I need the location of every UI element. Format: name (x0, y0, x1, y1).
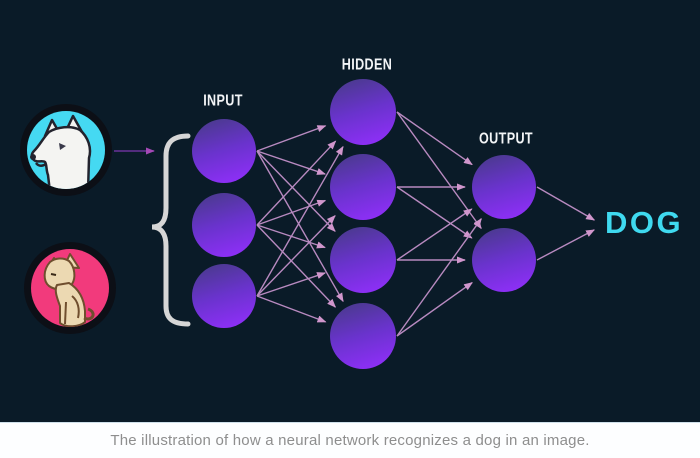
input-node-1 (192, 119, 256, 183)
hidden-node-3 (330, 227, 396, 293)
connection-input3-hidden4 (256, 295, 327, 323)
dog-image (20, 104, 112, 196)
illustration-stage: INPUT HIDDEN OUTPUT DOG (0, 0, 700, 422)
dog-illustration (30, 114, 92, 189)
cat-front-leg (64, 301, 67, 325)
hidden-layer-label: HIDDEN (341, 55, 393, 73)
dog-mouth (35, 162, 47, 167)
connection-hidden2-output2 (396, 186, 473, 239)
connection-input1-hidden2 (256, 150, 326, 175)
hidden-node-4 (330, 303, 396, 369)
connection-input2-hidden2 (256, 199, 327, 226)
connection-input2-hidden4 (256, 224, 337, 308)
connection-hidden4-output1 (396, 217, 482, 337)
connection-input1-hidden1 (256, 125, 327, 152)
connection-input1-hidden3 (256, 150, 336, 232)
connection-input1-hidden4 (256, 150, 344, 303)
caption-text: The illustration of how a neural network… (110, 432, 590, 449)
input-layer-label: INPUT (203, 91, 243, 109)
output-to-result-arrow-1 (536, 186, 596, 221)
connection-input3-hidden3 (256, 272, 326, 297)
hidden-node-1 (330, 79, 396, 145)
input-node-2 (192, 193, 256, 257)
output-to-result-arrow-2 (536, 229, 595, 261)
connection-hidden3-output1 (396, 208, 473, 261)
connection-hidden1-output1 (396, 111, 473, 166)
result-label: DOG (605, 205, 684, 240)
connection-input3-hidden2 (256, 215, 336, 297)
connections (256, 111, 482, 337)
neural-network-diagram (20, 79, 596, 369)
connection-hidden4-output2 (396, 282, 473, 337)
cat-tail (83, 307, 95, 321)
output-node-2 (472, 228, 536, 292)
cat-eye (50, 273, 57, 276)
connection-input2-hidden1 (256, 140, 337, 226)
nodes (192, 79, 536, 369)
dog-head-body (30, 125, 92, 189)
caption-bar: The illustration of how a neural network… (0, 422, 700, 458)
cat-haunch (71, 295, 80, 319)
output-node-1 (472, 155, 536, 219)
cat-illustration (43, 253, 95, 327)
connection-input3-hidden1 (256, 145, 344, 297)
input-grouping-brace (151, 133, 191, 327)
result-arrows (536, 186, 596, 261)
input-node-3 (192, 264, 256, 328)
output-layer-label: OUTPUT (479, 129, 533, 147)
dog-eye (59, 143, 66, 150)
hidden-node-2 (330, 154, 396, 220)
dog-nose (30, 154, 36, 160)
cat-image (24, 242, 116, 334)
